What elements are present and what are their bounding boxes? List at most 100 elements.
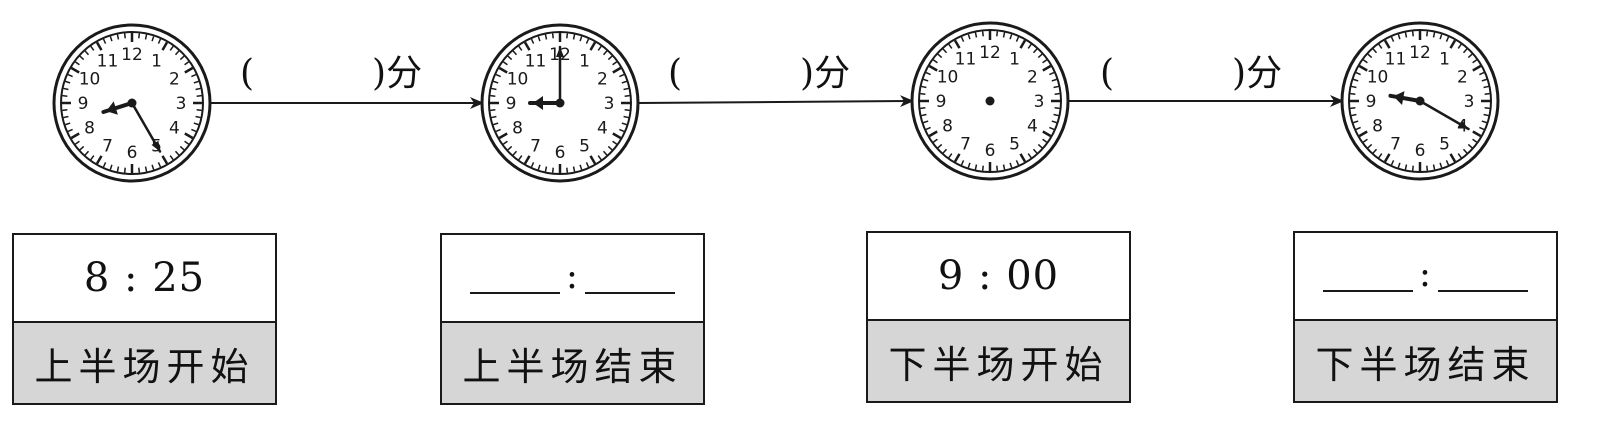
clock-tick	[74, 61, 80, 66]
clock-tick	[174, 150, 180, 156]
minute-hand-tip	[1457, 120, 1469, 129]
clock-number: 11	[97, 52, 119, 72]
clock-tick	[1353, 120, 1359, 124]
clock-tick	[169, 45, 174, 51]
clock-tick	[174, 50, 180, 56]
clock-number: 10	[79, 70, 101, 90]
clock-tick	[589, 41, 597, 51]
clock-tick	[1358, 64, 1368, 72]
clock-tick	[1483, 113, 1489, 117]
clock-tick	[1439, 34, 1443, 40]
clock-tick	[1432, 32, 1436, 38]
duration-blank-1[interactable]: ()分	[240, 44, 422, 96]
clock-tick	[981, 31, 984, 37]
clock-tick	[572, 166, 576, 172]
clock-tick	[74, 140, 80, 145]
clock-tick	[507, 55, 513, 61]
clock-tick	[1054, 92, 1060, 95]
clock-tick	[1355, 126, 1361, 131]
clock-tick	[928, 130, 938, 138]
clock-tick	[1472, 64, 1482, 72]
clock-tick	[942, 48, 948, 54]
clock-tick	[974, 164, 978, 170]
hour-hand-tip	[106, 101, 118, 115]
clock-tick	[62, 94, 68, 97]
clock-number: 10	[507, 70, 529, 90]
clock-tick	[1383, 39, 1391, 49]
clock-tick	[90, 155, 95, 161]
clock-tick	[1426, 165, 1429, 171]
clock-tick	[572, 34, 576, 40]
minute-blank[interactable]	[585, 262, 676, 294]
clock-tick	[1479, 71, 1485, 76]
clock-tick	[184, 66, 194, 74]
clock-tick	[942, 148, 948, 154]
clock-tick	[116, 166, 120, 172]
clock-number: 1	[1009, 50, 1020, 70]
duration-blank-2[interactable]: ()分	[668, 44, 850, 96]
clock-tick	[490, 109, 496, 112]
clock-tick	[95, 41, 103, 51]
clock-tick	[491, 115, 497, 119]
clock-tick	[63, 115, 69, 119]
clock-tick	[612, 61, 618, 66]
clock-tick	[1397, 34, 1401, 40]
clock-tick	[937, 143, 943, 149]
clock-tick	[184, 140, 190, 145]
clock-tick	[948, 153, 953, 159]
hour-blank[interactable]	[469, 262, 560, 294]
clock-tick	[621, 122, 627, 126]
clock-number: 12	[1409, 43, 1431, 63]
clock-tick	[1032, 148, 1038, 154]
clock-tick	[623, 87, 629, 91]
clock-tick	[1483, 85, 1489, 89]
hour-blank[interactable]	[1322, 260, 1413, 292]
duration-blank-3[interactable]: ()分	[1100, 44, 1282, 96]
clock-tick	[597, 45, 602, 51]
clock-tick	[109, 36, 113, 42]
clock-number: 4	[1027, 117, 1038, 137]
time-box-first-half-start: 8 : 25 上半场开始	[12, 233, 277, 405]
time-blank[interactable]: :	[442, 235, 703, 323]
clock-tick	[1457, 43, 1462, 49]
clock-tick	[1051, 120, 1057, 124]
clock-tick	[1002, 164, 1006, 170]
clock-tick	[138, 33, 141, 39]
clock-tick	[151, 36, 155, 42]
clock-tick	[1411, 165, 1414, 171]
close-paren: )	[372, 53, 387, 94]
clock-tick	[1404, 164, 1408, 170]
clock-tick	[932, 138, 938, 143]
clock-tick	[1445, 36, 1450, 42]
clock-tick	[67, 73, 73, 78]
clock-number: 3	[604, 94, 615, 114]
clock-tick	[967, 34, 971, 40]
clock-tick	[619, 128, 625, 133]
clock-tick	[184, 132, 194, 140]
clock-tick	[179, 145, 185, 151]
clock-tick	[623, 115, 629, 119]
clock-tick	[923, 78, 929, 82]
clock-tick	[498, 132, 508, 140]
clock-tick	[551, 33, 554, 39]
clock-number: 10	[1367, 68, 1389, 88]
clock-tick	[579, 164, 583, 170]
clock-tick	[1027, 153, 1032, 159]
time-blank[interactable]: :	[1295, 233, 1556, 321]
clock-tick	[1042, 138, 1048, 143]
clock-tick	[530, 38, 535, 44]
minute-blank[interactable]	[1438, 260, 1529, 292]
clock-number: 6	[555, 143, 566, 163]
clock-tick	[544, 166, 548, 172]
clock-number: 4	[169, 119, 180, 139]
clock-tick	[196, 109, 202, 112]
clock-tick	[1383, 153, 1391, 163]
clock-number: 8	[942, 117, 953, 137]
hour-hand-tip	[1393, 91, 1405, 105]
clock-number: 2	[1027, 68, 1038, 88]
clock-tick	[921, 85, 927, 89]
clock-number: 3	[1464, 92, 1475, 112]
clock-tick	[67, 128, 73, 133]
